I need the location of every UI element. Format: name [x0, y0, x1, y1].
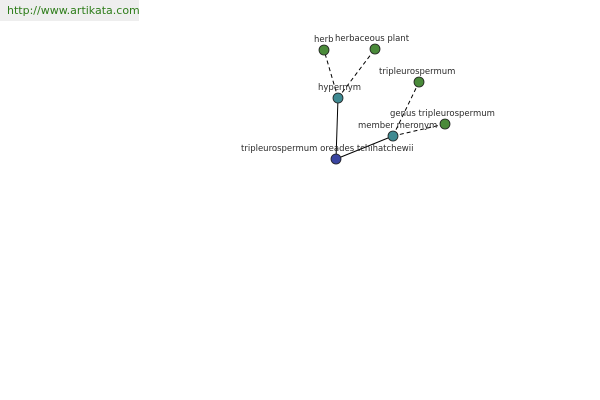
node-herbaceous-plant[interactable] [369, 43, 381, 55]
node-hypernym[interactable] [332, 92, 344, 104]
edge-meronym-tripleurospermum [392, 81, 420, 137]
label-herbaceous-plant: herbaceous plant [335, 34, 410, 44]
node-tripleurospermum[interactable] [413, 76, 425, 88]
edge-center-member-meronym [335, 135, 394, 160]
edge-meronym-genus [392, 123, 446, 137]
label-member-meronym: member meronym [358, 121, 437, 131]
node-center[interactable] [330, 153, 342, 165]
edge-hypernym-herb [323, 49, 339, 99]
edge-center-hypernym [335, 97, 339, 160]
node-genus-tripleurospermum[interactable] [439, 118, 451, 130]
label-genus-tripleurospermum: genus tripleurospermum [390, 109, 495, 119]
node-member-meronym[interactable] [387, 130, 399, 142]
label-tripleurospermum: tripleurospermum [379, 67, 455, 77]
label-herb: herb [314, 35, 334, 45]
source-banner: http://www.artikata.com [0, 0, 140, 21]
label-center: tripleurospermum oreades tchihatchewii [241, 144, 413, 154]
artikata-link[interactable]: http://www.artikata.com [7, 4, 140, 17]
label-hypernym: hypernym [318, 83, 361, 93]
edge-hypernym-herbaceous-plant [337, 48, 376, 99]
node-herb[interactable] [318, 44, 330, 56]
